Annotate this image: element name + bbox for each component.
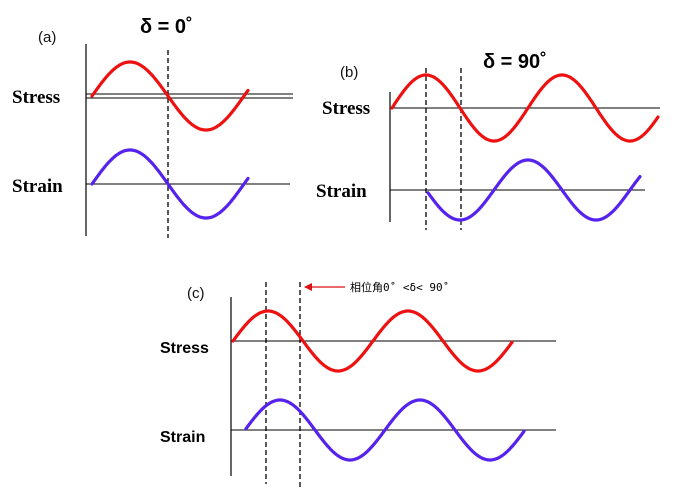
panel-a-stress-label: Stress xyxy=(12,87,60,108)
panel-c-strain-label: Strain xyxy=(160,429,205,446)
panel-b-strain-wave xyxy=(426,158,642,222)
panel-a-strain-wave xyxy=(90,148,250,220)
panel-b-strain-label: Strain xyxy=(316,181,367,202)
panel-c: (c) 相位角0˚ <δ< 90˚ Stress Strain xyxy=(160,280,556,490)
panel-b-stress-wave xyxy=(390,73,660,143)
panel-a: (a) δ = 0˚ Stress Strain xyxy=(12,15,293,238)
panel-a-delta-label: δ = 0˚ xyxy=(140,15,193,38)
panel-a-strain-label: Strain xyxy=(12,176,63,197)
panel-b-stress-label: Stress xyxy=(322,98,370,119)
panel-c-letter: (c) xyxy=(187,285,205,302)
panel-c-strain-wave xyxy=(244,398,526,462)
panel-b-delta-label: δ = 90˚ xyxy=(483,50,547,73)
panel-a-stress-wave xyxy=(90,60,250,132)
panel-b-letter: (b) xyxy=(340,64,358,81)
panel-a-letter: (a) xyxy=(38,29,56,46)
panel-c-stress-label: Stress xyxy=(160,340,209,357)
panel-c-annotation: 相位角0˚ <δ< 90˚ xyxy=(350,280,449,294)
panel-c-stress-wave xyxy=(231,309,514,373)
panel-b: (b) δ = 90˚ Stress Strain xyxy=(316,50,660,230)
